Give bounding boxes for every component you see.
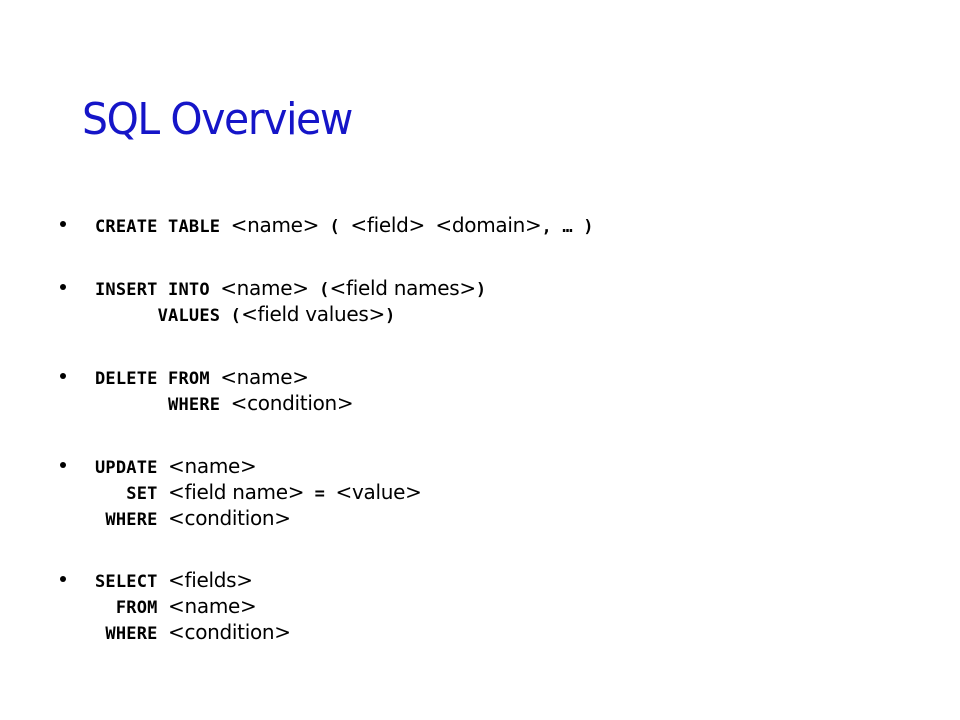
placeholder-text: <condition>	[230, 391, 354, 415]
command-line: VALUES (<field values>)	[95, 301, 396, 329]
keyword-text: )	[384, 306, 396, 326]
keyword-text: INSERT INTO	[95, 280, 221, 300]
placeholder-text: <name>	[230, 213, 320, 237]
slide-title: SQL Overview	[82, 94, 353, 145]
placeholder-text: <fields>	[168, 568, 253, 592]
keyword-text: CREATE TABLE	[95, 217, 231, 237]
keyword-text: (	[308, 280, 330, 300]
placeholder-text: <condition>	[168, 620, 291, 644]
placeholder-text: <name>	[220, 276, 309, 300]
keyword-text: WHERE	[95, 395, 231, 415]
keyword-text: WHERE	[95, 624, 169, 644]
keyword-text: , … )	[541, 217, 594, 237]
placeholder-text: <value>	[335, 480, 422, 504]
keyword-text: )	[475, 280, 487, 300]
bullet-icon	[60, 221, 66, 227]
placeholder-text: <name>	[168, 594, 257, 618]
bullet-icon	[60, 284, 66, 290]
keyword-text: DELETE FROM	[95, 369, 221, 389]
placeholder-text: <field name>	[168, 480, 305, 504]
command-line: WHERE <condition>	[95, 390, 354, 418]
placeholder-text: <domain>	[435, 213, 542, 237]
keyword-text: SET	[95, 484, 169, 504]
command-line: CREATE TABLE <name> ( <field> <domain>, …	[95, 212, 594, 240]
command-line: UPDATE <name>	[95, 453, 257, 481]
keyword-text: UPDATE	[95, 458, 169, 478]
command-line: WHERE <condition>	[95, 619, 291, 647]
placeholder-text: <field values>	[241, 302, 385, 326]
command-line: SET <field name> = <value>	[95, 479, 422, 507]
placeholder-text: <field names>	[329, 276, 477, 300]
placeholder-text: <field>	[350, 213, 425, 237]
keyword-text: VALUES (	[95, 306, 242, 326]
keyword-text	[425, 217, 435, 237]
command-line: INSERT INTO <name> (<field names>)	[95, 275, 486, 303]
command-line: DELETE FROM <name>	[95, 364, 309, 392]
command-line: WHERE <condition>	[95, 505, 291, 533]
placeholder-text: <name>	[168, 454, 257, 478]
keyword-text: =	[304, 484, 336, 504]
command-line: FROM <name>	[95, 593, 257, 621]
bullet-icon	[60, 576, 66, 582]
bullet-icon	[60, 462, 66, 468]
command-line: SELECT <fields>	[95, 567, 253, 595]
keyword-text: SELECT	[95, 572, 169, 592]
keyword-text: (	[319, 217, 351, 237]
keyword-text: WHERE	[95, 510, 169, 530]
bullet-icon	[60, 373, 66, 379]
placeholder-text: <condition>	[168, 506, 291, 530]
placeholder-text: <name>	[220, 365, 309, 389]
keyword-text: FROM	[95, 598, 169, 618]
